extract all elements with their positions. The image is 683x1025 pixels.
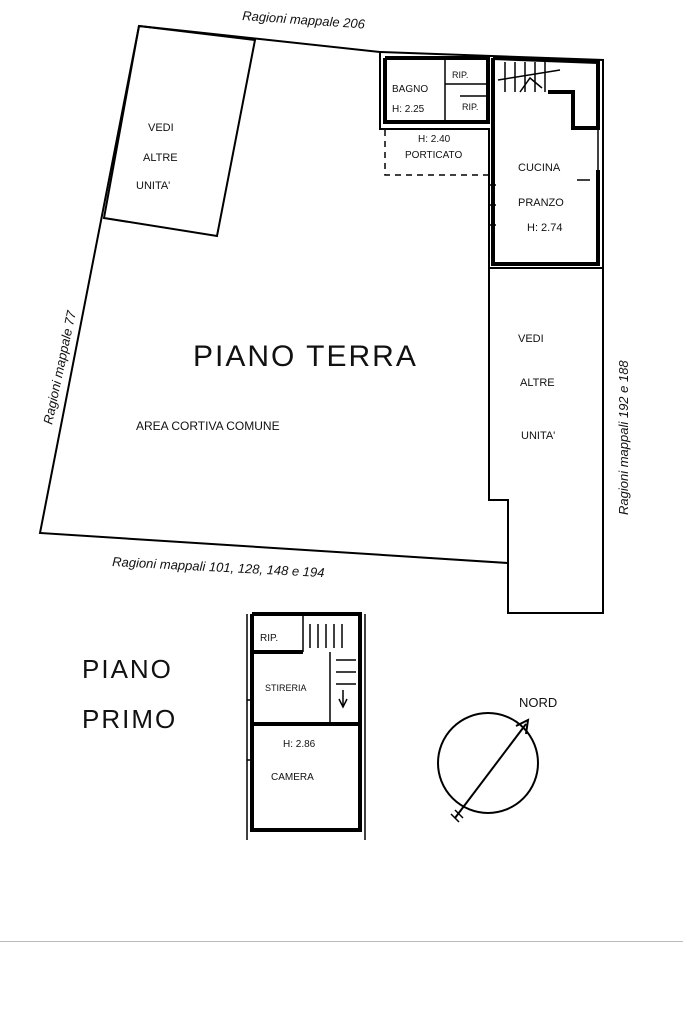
boundary-top-label: Ragioni mappale 206 bbox=[242, 8, 366, 32]
ground-floor-title: PIANO TERRA bbox=[193, 340, 418, 373]
pranzo-label: PRANZO bbox=[518, 197, 564, 209]
first-floor-rip-label: RIP. bbox=[260, 633, 278, 644]
north-label: NORD bbox=[519, 695, 557, 710]
pranzo-height: H: 2.74 bbox=[527, 222, 562, 234]
other-units-nw-line2: ALTRE bbox=[143, 152, 178, 164]
north-arrow-icon bbox=[437, 712, 539, 823]
ground-floor-outline bbox=[38, 24, 604, 614]
other-units-e-line2: ALTRE bbox=[520, 377, 555, 389]
page-divider bbox=[0, 941, 683, 942]
first-floor-title-line2: PRIMO bbox=[82, 704, 177, 734]
first-floor-title-line1: PIANO bbox=[82, 654, 173, 684]
other-units-e-line1: VEDI bbox=[518, 333, 544, 345]
camera-height: H: 2.86 bbox=[283, 739, 316, 750]
boundary-bottom-label: Ragioni mappali 101, 128, 148 e 194 bbox=[112, 554, 325, 580]
camera-label: CAMERA bbox=[271, 772, 314, 783]
portico-height: H: 2.40 bbox=[418, 134, 451, 145]
other-units-nw-line1: VEDI bbox=[148, 122, 174, 134]
bagno-label: BAGNO bbox=[392, 84, 428, 95]
boundary-right-label: Ragioni mappali 192 e 188 bbox=[616, 360, 631, 515]
rip-label-1: RIP. bbox=[452, 70, 468, 80]
porticato-label: PORTICATO bbox=[405, 150, 462, 161]
bagno-height: H: 2.25 bbox=[392, 104, 425, 115]
rip-label-2: RIP. bbox=[462, 102, 478, 112]
first-floor-stairs bbox=[309, 624, 356, 709]
other-units-nw-line3: UNITA' bbox=[136, 180, 170, 192]
courtyard-label: AREA CORTIVA COMUNE bbox=[136, 419, 280, 433]
stireria-label: STIRERIA bbox=[265, 683, 307, 693]
cucina-label: CUCINA bbox=[518, 162, 561, 174]
first-floor-outline bbox=[246, 612, 366, 840]
other-units-e-line3: UNITA' bbox=[521, 430, 555, 442]
ground-stairs bbox=[497, 62, 561, 93]
